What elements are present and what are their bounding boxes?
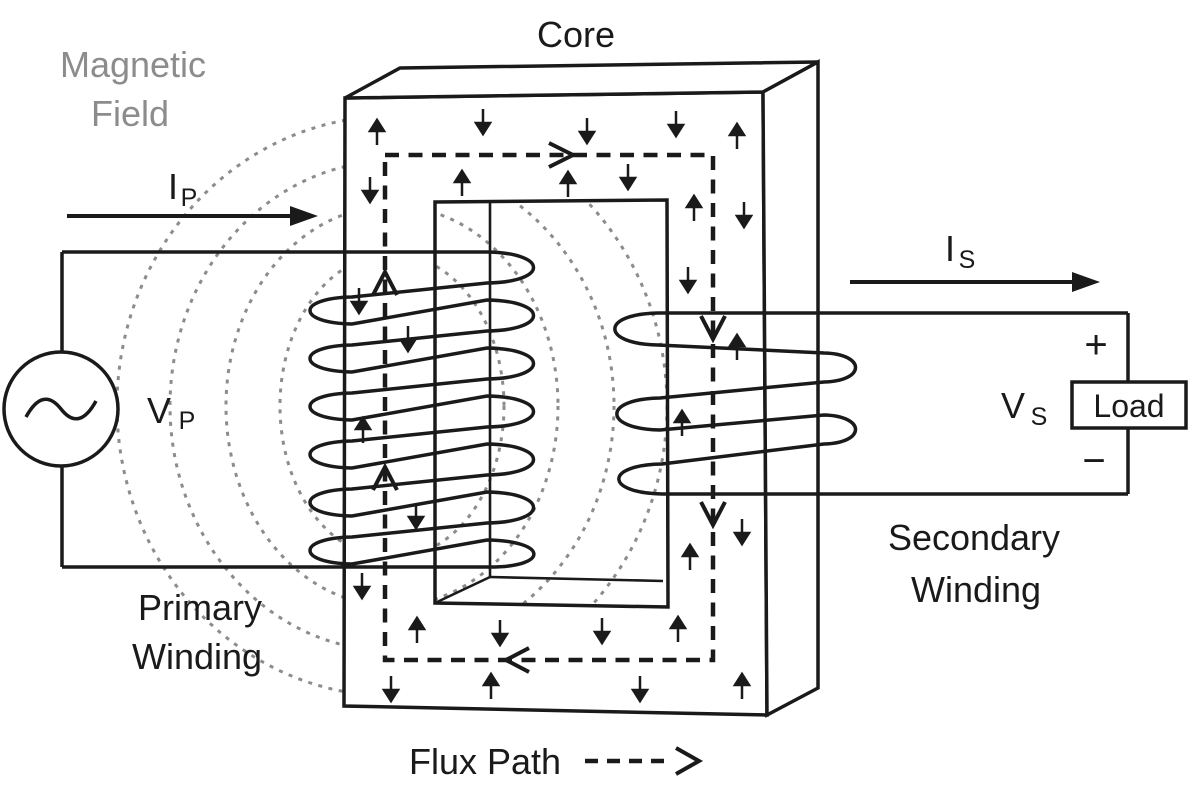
- flux-arrow-down-icon: [381, 676, 401, 704]
- flux-path-dashed-rect: [382, 152, 716, 663]
- flux-arrow-up-icon: [684, 193, 704, 221]
- flux-arrows: [349, 109, 754, 704]
- secondary-winding-label-line1: Secondary: [888, 517, 1060, 558]
- flux-arrow-up-icon: [481, 671, 501, 699]
- flux-arrow-up-icon: [367, 117, 387, 145]
- flux-arrow-down-icon: [577, 118, 597, 146]
- flux-arrow-up-icon: [732, 671, 752, 699]
- window-inner-bottom-edge: [489, 575, 664, 583]
- secondary-voltage-label: V: [1001, 385, 1025, 426]
- flux-arrow-up-icon: [727, 121, 747, 149]
- core-window-inner-edges: [434, 201, 664, 605]
- core-label: Core: [537, 14, 615, 55]
- secondary-current-subscript: S: [959, 246, 976, 274]
- flux-arrow-down-icon: [618, 164, 638, 192]
- primary-current-arrow-icon: [67, 206, 318, 226]
- flux-chevron-left-icon: [501, 646, 530, 674]
- labels: Core Magnetic Field I P V P Primary Wind…: [60, 14, 1165, 782]
- flux-arrow-down-icon: [666, 111, 686, 139]
- flux-path-legend-arrow-icon: [585, 746, 704, 776]
- primary-circuit: [2, 250, 536, 569]
- primary-winding-label-line1: Primary: [138, 587, 262, 628]
- flux-chevron-up-icon: [371, 267, 399, 296]
- load-label: Load: [1093, 388, 1164, 424]
- core-right-face: [761, 59, 820, 718]
- flux-arrow-down-icon: [592, 618, 612, 646]
- current-arrows: [67, 206, 1100, 776]
- secondary-voltage-subscript: S: [1031, 403, 1048, 431]
- flux-path-label: Flux Path: [409, 741, 561, 782]
- flux-path-chevrons: [371, 141, 727, 674]
- primary-winding-label-line2: Winding: [132, 636, 262, 677]
- flux-arrow-down-icon: [732, 519, 752, 547]
- flux-arrow-down-icon: [473, 109, 493, 137]
- flux-arrow-down-icon: [678, 267, 698, 295]
- flux-chevron-down-icon: [699, 501, 727, 530]
- flux-chevron-right-icon: [548, 141, 578, 169]
- secondary-coil: [613, 311, 1128, 496]
- flux-arrow-up-icon: [452, 168, 472, 196]
- flux-arrow-down-icon: [490, 620, 510, 648]
- minus-sign: −: [1082, 439, 1105, 483]
- core-body: [342, 59, 820, 718]
- flux-arrow-up-icon: [407, 615, 427, 643]
- core-front-face: [342, 90, 769, 717]
- field-line-inner: [278, 252, 506, 560]
- flux-chevron-up-icon: [371, 462, 399, 491]
- flux-path-loop: [371, 141, 727, 674]
- flux-arrow-up-icon: [558, 169, 578, 197]
- primary-current-label: I: [168, 166, 178, 207]
- primary-coil: [62, 250, 536, 569]
- secondary-circuit: [613, 311, 1188, 496]
- flux-arrow-up-icon: [680, 542, 700, 570]
- flux-arrow-up-icon: [668, 614, 688, 642]
- flux-arrow-down-icon: [360, 177, 380, 205]
- core-top-face: [344, 60, 819, 100]
- primary-voltage-label: V: [147, 390, 171, 431]
- magnetic-field-label-line2: Field: [91, 93, 169, 134]
- magnetic-field-label-line1: Magnetic: [60, 44, 206, 85]
- flux-arrow-down-icon: [349, 288, 369, 316]
- window-inner-corner-edge: [434, 575, 491, 605]
- secondary-current-label: I: [945, 228, 955, 269]
- flux-chevron-down-icon: [699, 315, 727, 344]
- load-box: [1070, 380, 1188, 430]
- secondary-winding-label-line2: Winding: [911, 569, 1041, 610]
- primary-voltage-subscript: P: [179, 407, 196, 435]
- flux-arrow-down-icon: [734, 202, 754, 230]
- secondary-current-arrow-icon: [850, 272, 1100, 292]
- flux-arrow-down-icon: [352, 573, 372, 601]
- primary-current-subscript: P: [181, 184, 198, 212]
- sine-wave-icon: [24, 397, 98, 421]
- plus-sign: +: [1084, 323, 1107, 367]
- field-line-2: [168, 159, 616, 653]
- flux-arrow-down-icon: [630, 676, 650, 704]
